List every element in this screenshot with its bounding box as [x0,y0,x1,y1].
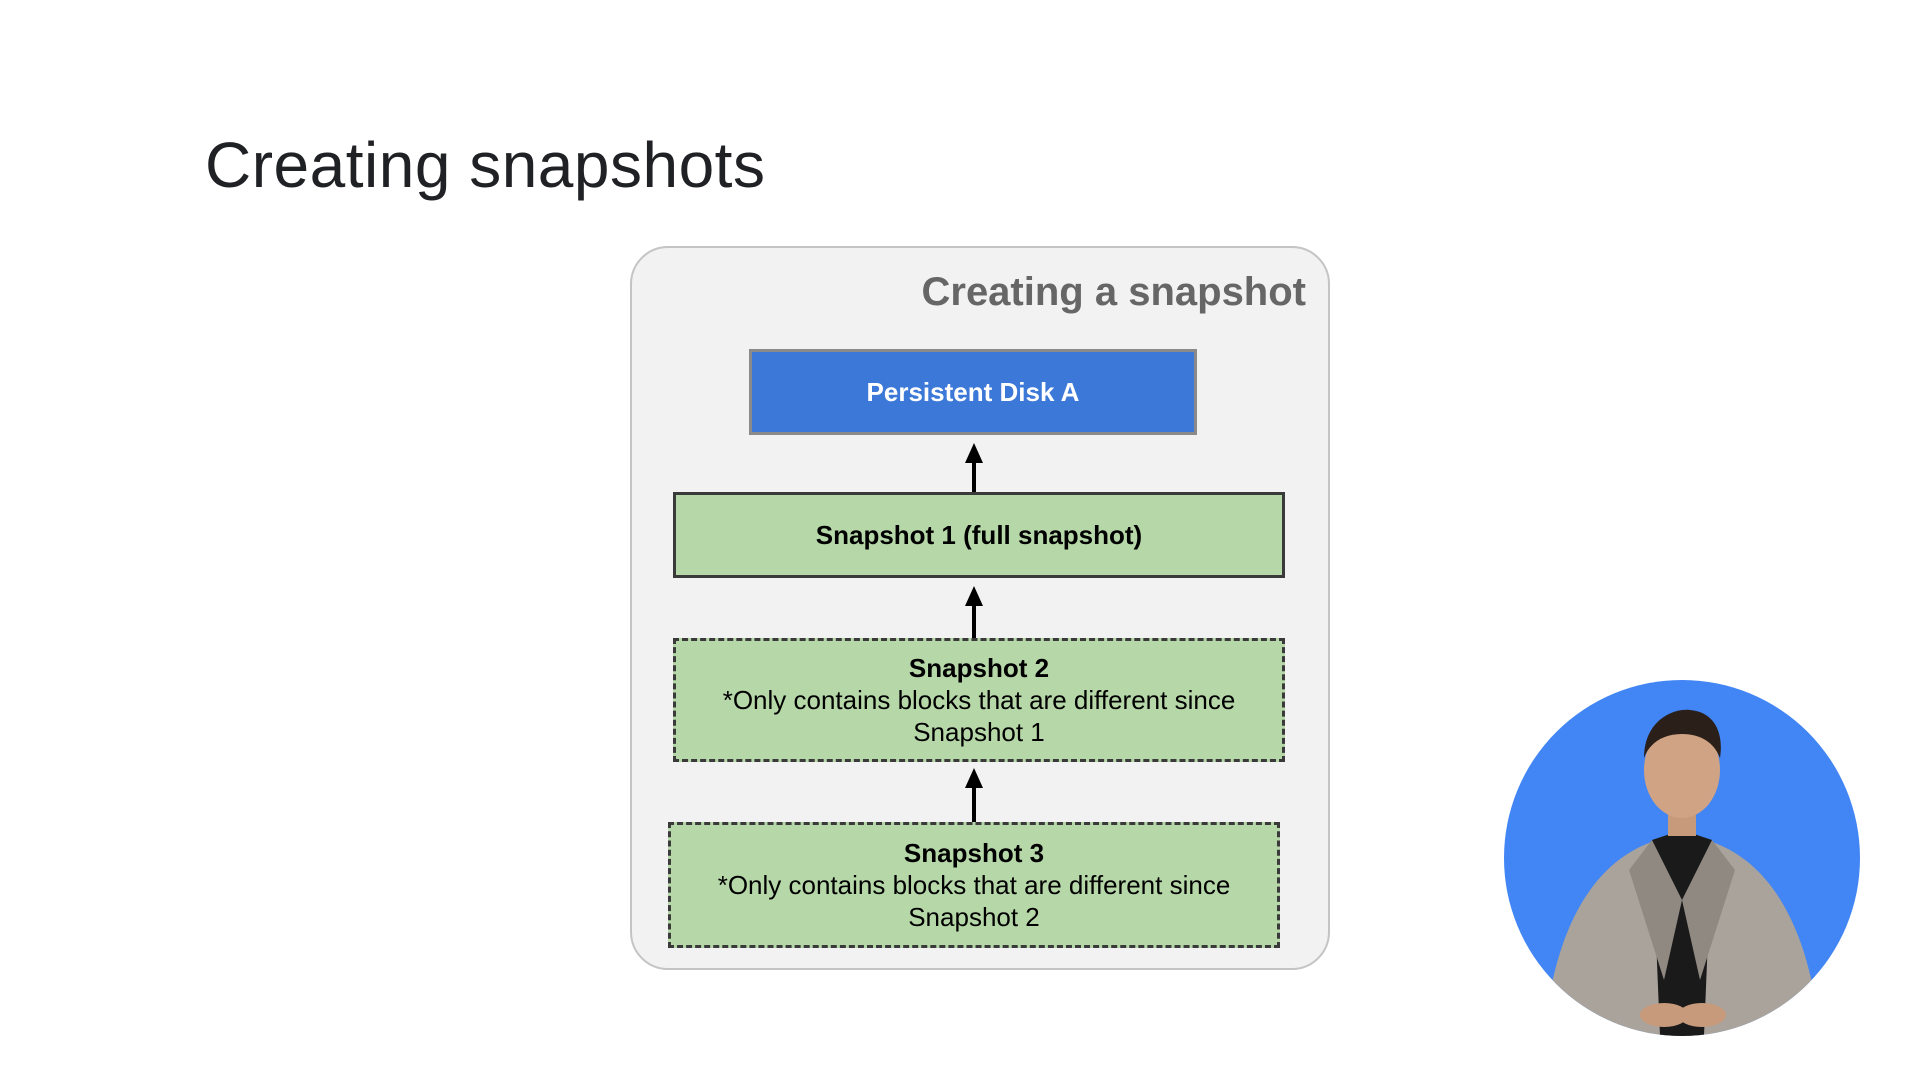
arrow-snapshot2-to-snapshot1 [965,586,983,638]
presenter-video [1504,680,1860,1036]
snapshot3-note-line2: Snapshot 2 [908,902,1040,932]
arrow-snapshot3-to-snapshot2 [965,768,983,822]
snapshot2-title: Snapshot 2 [908,653,1050,683]
persistent-disk-box: Persistent Disk A [749,349,1197,435]
presenter-figure [1544,709,1820,1036]
panel-title: Creating a snapshot [921,270,1306,314]
snapshot3-box: Snapshot 3 *Only contains blocks that ar… [668,822,1280,948]
snapshot2-note-line2: Snapshot 1 [913,717,1045,747]
slide-title: Creating snapshots [205,129,766,201]
snapshot2-box: Snapshot 2 *Only contains blocks that ar… [673,638,1285,762]
snapshot1-box: Snapshot 1 (full snapshot) [673,492,1285,578]
snapshot1-label: Snapshot 1 (full snapshot) [815,520,1143,550]
arrow-snapshot1-to-disk [965,443,983,493]
snapshot3-note-line1: *Only contains blocks that are different… [717,870,1231,900]
snapshot3-title: Snapshot 3 [903,838,1045,868]
persistent-disk-label: Persistent Disk A [866,377,1080,407]
diagram-panel: Creating a snapshot Persistent Disk A Sn… [630,246,1330,970]
snapshot2-note-line1: *Only contains blocks that are different… [722,685,1236,715]
